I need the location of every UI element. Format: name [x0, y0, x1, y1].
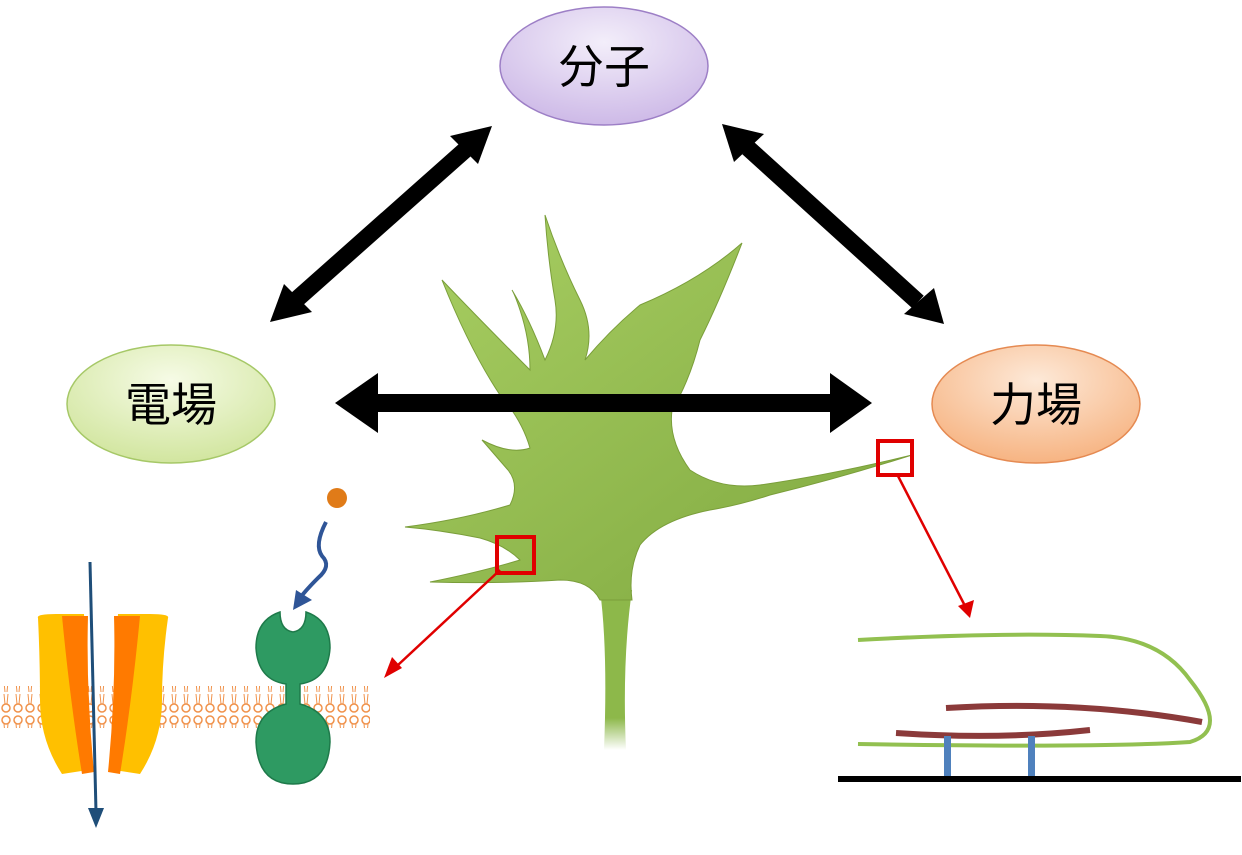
ion-channel-inner — [62, 616, 94, 774]
cytoskeleton-adhesion — [838, 632, 1241, 782]
ligand — [293, 488, 347, 610]
substrate — [838, 776, 1241, 782]
node-electric-label: 電場 — [125, 378, 217, 432]
node-molecule-label: 分子 — [558, 40, 650, 94]
membrane-outline — [857, 632, 1212, 748]
zoom-box-filopodium — [876, 439, 974, 618]
ion-channel — [37, 561, 169, 828]
zoom-box-membrane — [384, 535, 536, 678]
node-mechanical-field: 力場 — [931, 344, 1141, 464]
actin-fiber-lower — [895, 727, 1091, 739]
double-arrow-molecule-electric — [270, 126, 492, 322]
ion-flow-arrow — [88, 561, 98, 813]
node-electric-field: 電場 — [66, 344, 276, 464]
actin-fiber-upper — [945, 702, 1203, 725]
ligand-binding-arrow — [298, 521, 329, 600]
receptor — [255, 610, 331, 785]
double-arrow-electric-mechanical — [335, 373, 872, 433]
focal-adhesion-1 — [944, 736, 951, 780]
focal-adhesion-2 — [1028, 736, 1035, 780]
node-mechanical-label: 力場 — [990, 378, 1082, 432]
node-molecule: 分子 — [499, 6, 709, 126]
neuron-axon — [600, 590, 632, 750]
neuron-cell — [404, 214, 913, 750]
double-arrow-molecule-mechanical — [722, 124, 944, 324]
